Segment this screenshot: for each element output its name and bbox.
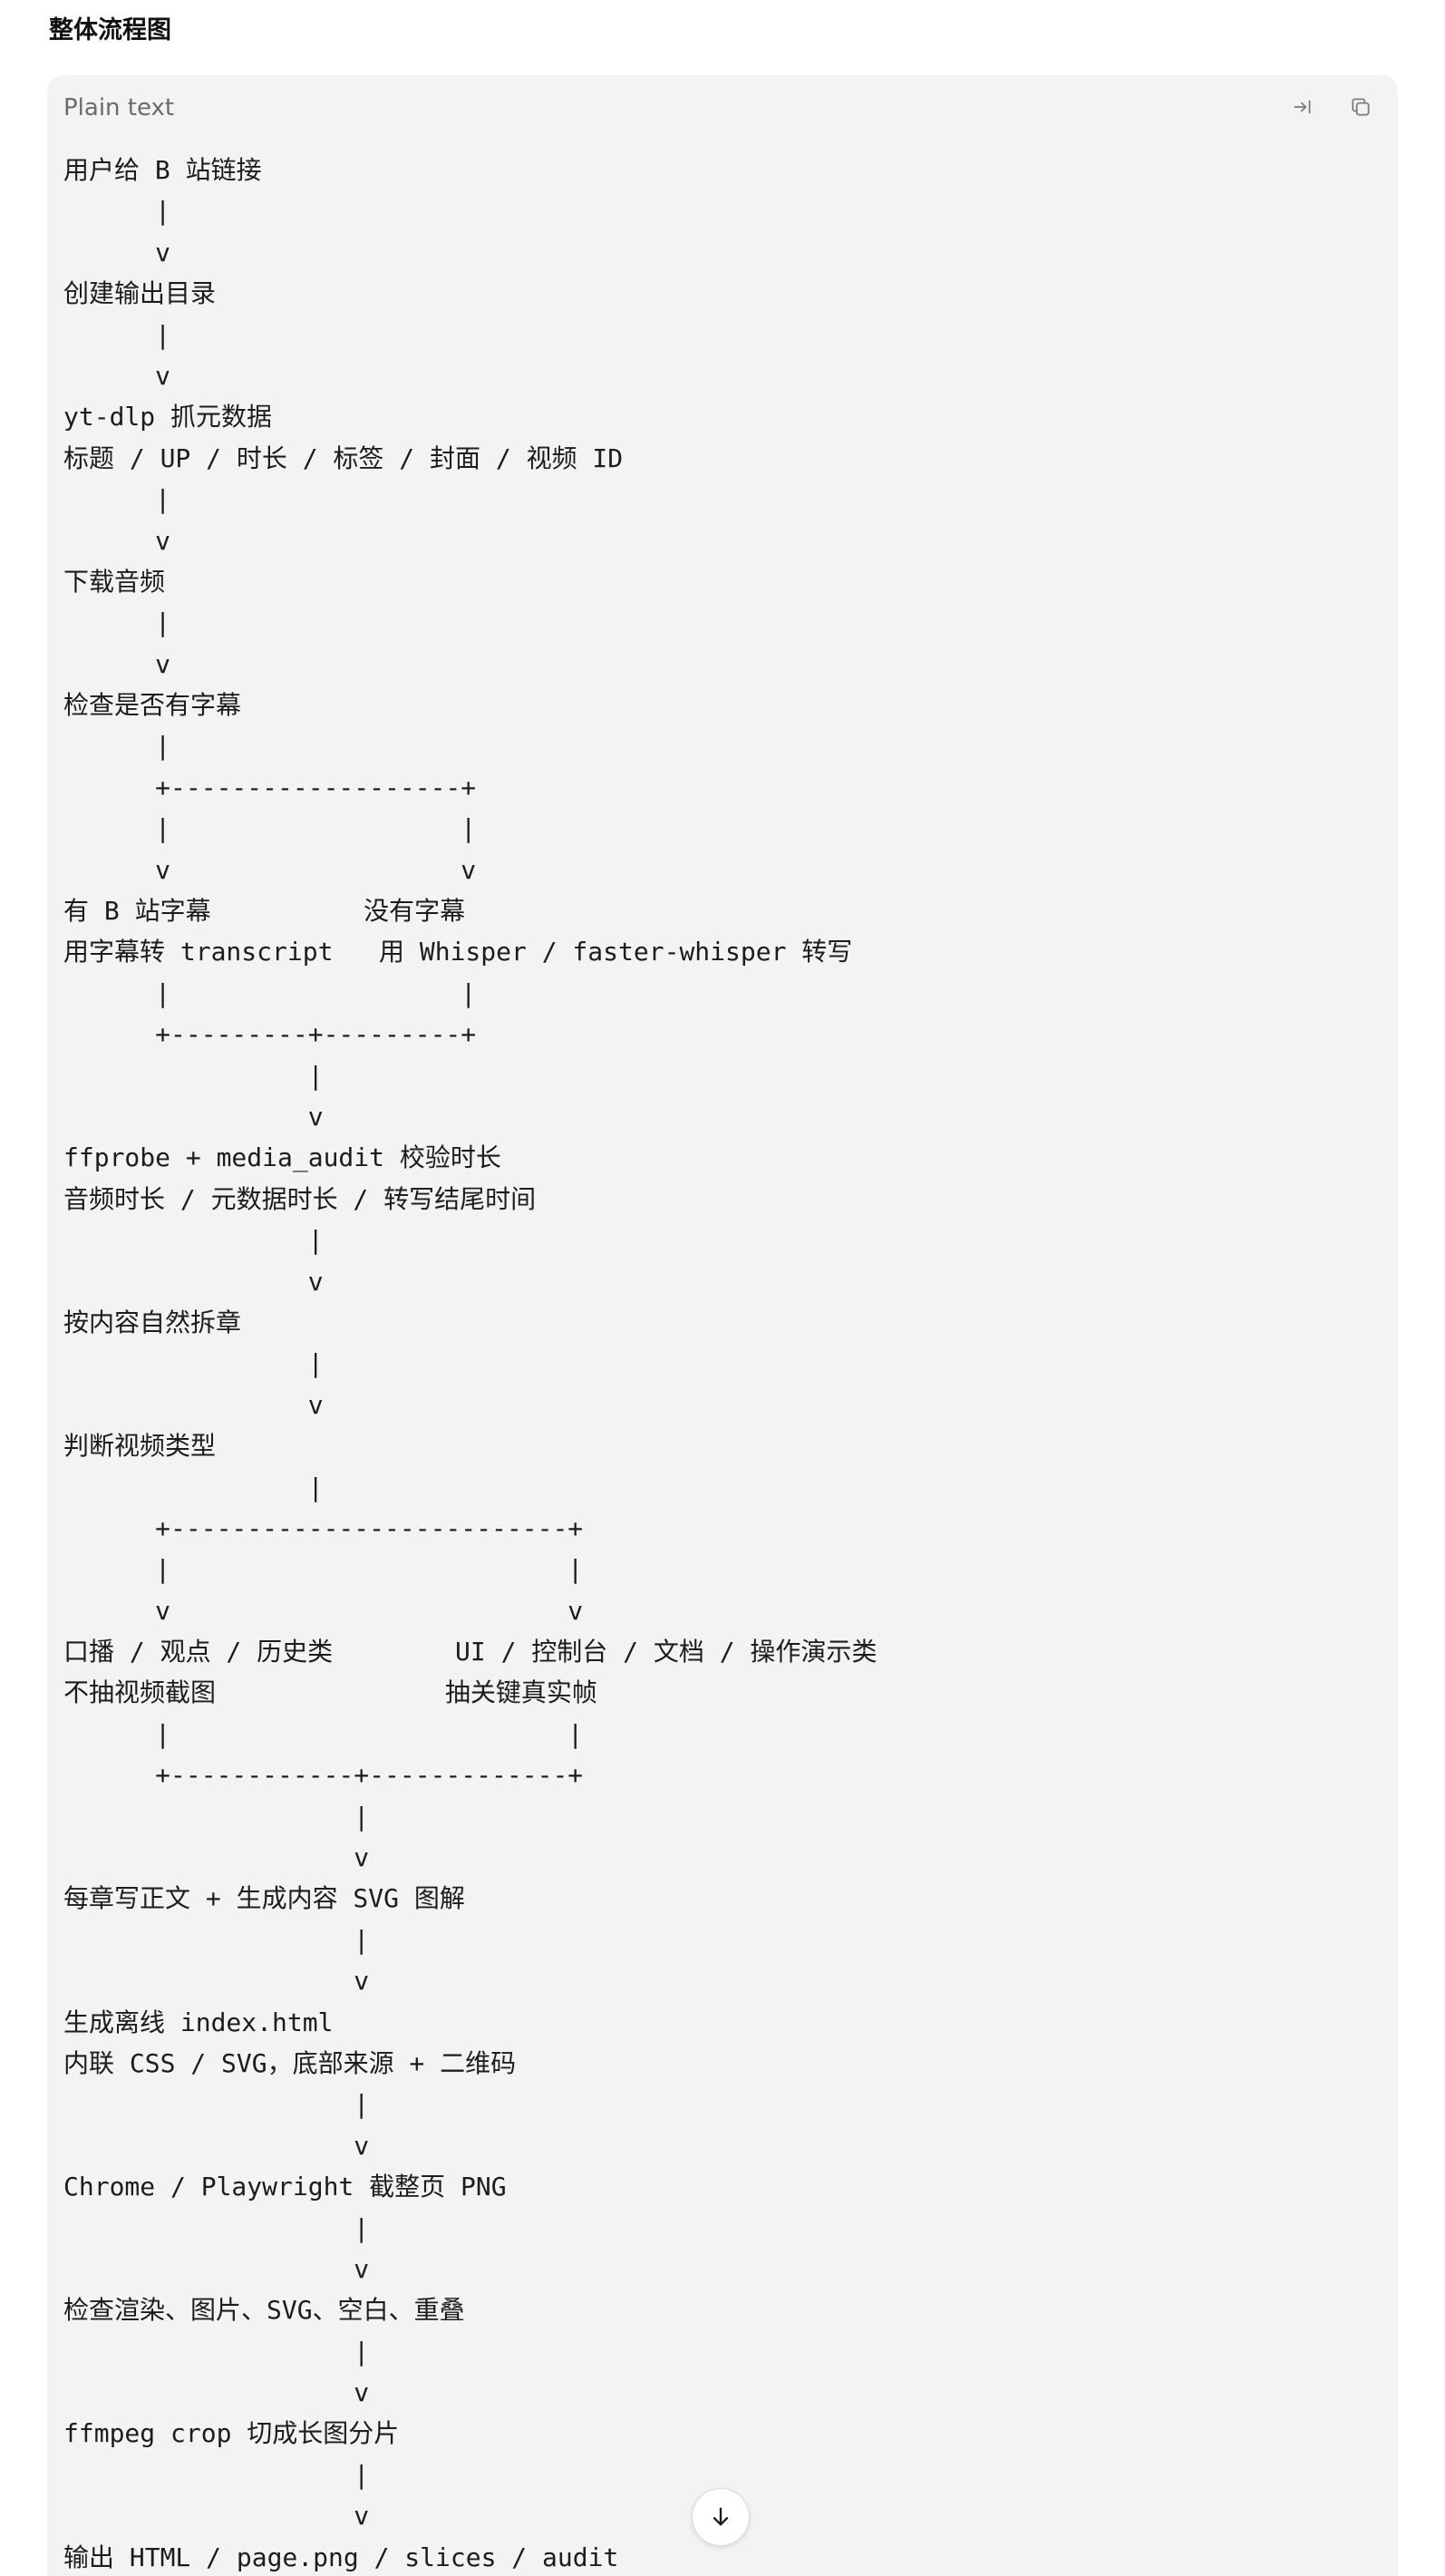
code-line: v v [63,854,477,885]
code-line: | [63,1225,324,1256]
code-block-actions [1287,92,1376,122]
code-line: v [63,2130,370,2161]
code-line: ffmpeg crop 切成长图分片 [63,2418,400,2449]
code-line: | [63,1472,324,1502]
code-line: ffprobe + media_audit 校验时长 [63,1142,501,1173]
code-line: 生成离线 index.html [63,2007,334,2037]
code-line: v [63,1966,370,1997]
arrow-down-icon [713,2507,729,2526]
code-line: v [63,237,171,267]
code-line: 不抽视频截图 抽关键真实帧 [63,1677,597,1708]
code-line: 内联 CSS / SVG，底部来源 + 二维码 [63,2047,517,2078]
code-line: | [63,196,171,227]
code-line: | [63,2212,370,2243]
code-line: 标题 / UP / 时长 / 标签 / 封面 / 视频 ID [63,442,624,473]
section-heading: 整体流程图 [49,16,171,44]
code-line: 判断视频类型 [63,1431,217,1462]
code-line: +-------------------+ [63,772,477,802]
code-line: 检查是否有字幕 [63,690,242,721]
code-line: v v [63,1595,584,1626]
code-line: 用字幕转 transcript 用 Whisper / faster-whisp… [63,937,853,967]
scroll-to-bottom-button[interactable] [692,2488,750,2546]
code-language-label: Plain text [63,94,175,122]
code-line: +---------+---------+ [63,1019,477,1050]
code-line: | | [63,1718,584,1749]
copy-icon[interactable] [1345,92,1376,122]
code-line: 音频时长 / 元数据时长 / 转写结尾时间 [63,1183,537,1214]
code-line: 创建输出目录 [63,278,217,309]
code-line: v [63,648,171,679]
code-line: | [63,1060,324,1091]
code-line: v [63,1101,324,1132]
code-line: v [63,1842,370,1873]
code-line: Chrome / Playwright 截整页 PNG [63,2172,507,2202]
code-line: +------------+-------------+ [63,1760,584,1791]
code-line: | [63,1801,370,1832]
wrap-arrow-icon[interactable] [1287,92,1318,122]
code-line: | | [63,813,477,844]
code-line: v [63,2501,370,2532]
code-line: | [63,2336,370,2367]
code-line: v [63,1389,324,1420]
code-line: | [63,319,171,350]
code-line: | [63,1924,370,1955]
code-line: | [63,731,171,762]
code-line: 用户给 B 站链接 [63,155,262,185]
code-line: 有 B 站字幕 没有字幕 [63,896,466,927]
code-content: 用户给 B 站链接 | v 创建输出目录 | v yt-dlp 抓元数据标题 / U… [63,150,1382,2576]
code-line: v [63,2253,370,2284]
code-line: | [63,1348,324,1379]
code-line: v [63,525,171,556]
code-line: 输出 HTML / page.png / slices / audit [63,2542,619,2572]
code-line: yt-dlp 抓元数据 [63,402,273,433]
code-line: +--------------------------+ [63,1512,584,1543]
code-line: | [63,608,171,638]
code-line: 按内容自然拆章 [63,1307,242,1337]
code-line: 口播 / 观点 / 历史类 UI / 控制台 / 文档 / 操作演示类 [63,1637,878,1667]
code-line: 检查渲染、图片、SVG、空白、重叠 [63,2295,465,2326]
code-line: v [63,2377,370,2408]
code-line: 每章写正文 + 生成内容 SVG 图解 [63,1883,465,1914]
code-line: | [63,484,171,515]
code-line: 下载音频 [63,566,166,597]
code-line: | [63,2459,370,2490]
code-line: | | [63,977,477,1008]
code-line: | | [63,1554,584,1585]
code-line: v [63,360,171,391]
code-line: | [63,2089,370,2120]
code-block: Plain text 用户给 B 站链接 | v 创建输出目录 | v yt-dlp… [47,75,1398,2576]
code-line: v [63,1266,324,1297]
